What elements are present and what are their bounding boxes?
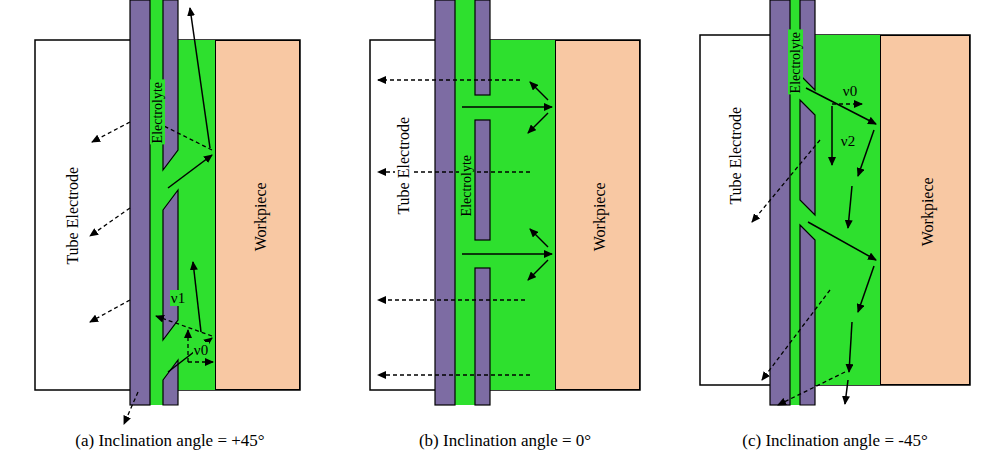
electrolyte-region: Electrolyte	[455, 40, 555, 390]
velocity-label-holder: ν0	[201, 349, 217, 367]
caption-holder: (b) Inclination angle = 0°	[505, 441, 679, 460]
vertical-label: Tube Electrode	[395, 114, 413, 216]
electrolyte-region: Electrolyte	[150, 40, 215, 390]
velocity-label: ν1	[170, 290, 186, 307]
vertical-label: Electrolyte	[788, 29, 803, 94]
vertical-label: Tube Electrode	[64, 164, 82, 266]
vertical-label: Electrolyte	[150, 79, 165, 144]
caption-holder: (c) Inclination angle = -45°	[835, 441, 1000, 460]
vertical-label: Workpiece	[251, 180, 269, 253]
panel-a	[35, 0, 300, 424]
vertical-label: Workpiece	[918, 175, 936, 248]
vertical-label: Electrolyte	[459, 152, 474, 217]
velocity-label-holder: ν1	[178, 297, 194, 315]
panel-b	[370, 0, 640, 405]
electrolyte-region: Electrolyte	[790, 35, 880, 385]
caption: (c) Inclination angle = -45°	[741, 432, 928, 451]
caption: (b) Inclination angle = 0°	[418, 432, 592, 451]
panel-c	[700, 0, 970, 405]
workpiece: Workpiece	[880, 35, 970, 385]
velocity-label: ν2	[840, 133, 856, 150]
velocity-label: ν0	[193, 342, 209, 359]
workpiece: Workpiece	[555, 40, 640, 390]
workpiece: Workpiece	[215, 40, 300, 390]
caption-holder: (a) Inclination angle = +45°	[170, 441, 361, 460]
velocity-label-holder: ν2	[848, 140, 864, 158]
vertical-label: Workpiece	[590, 180, 608, 253]
caption: (a) Inclination angle = +45°	[74, 432, 265, 451]
vertical-label: Tube Electrode	[727, 104, 745, 206]
velocity-label-holder: ν0	[850, 90, 866, 108]
velocity-label: ν0	[842, 83, 858, 100]
